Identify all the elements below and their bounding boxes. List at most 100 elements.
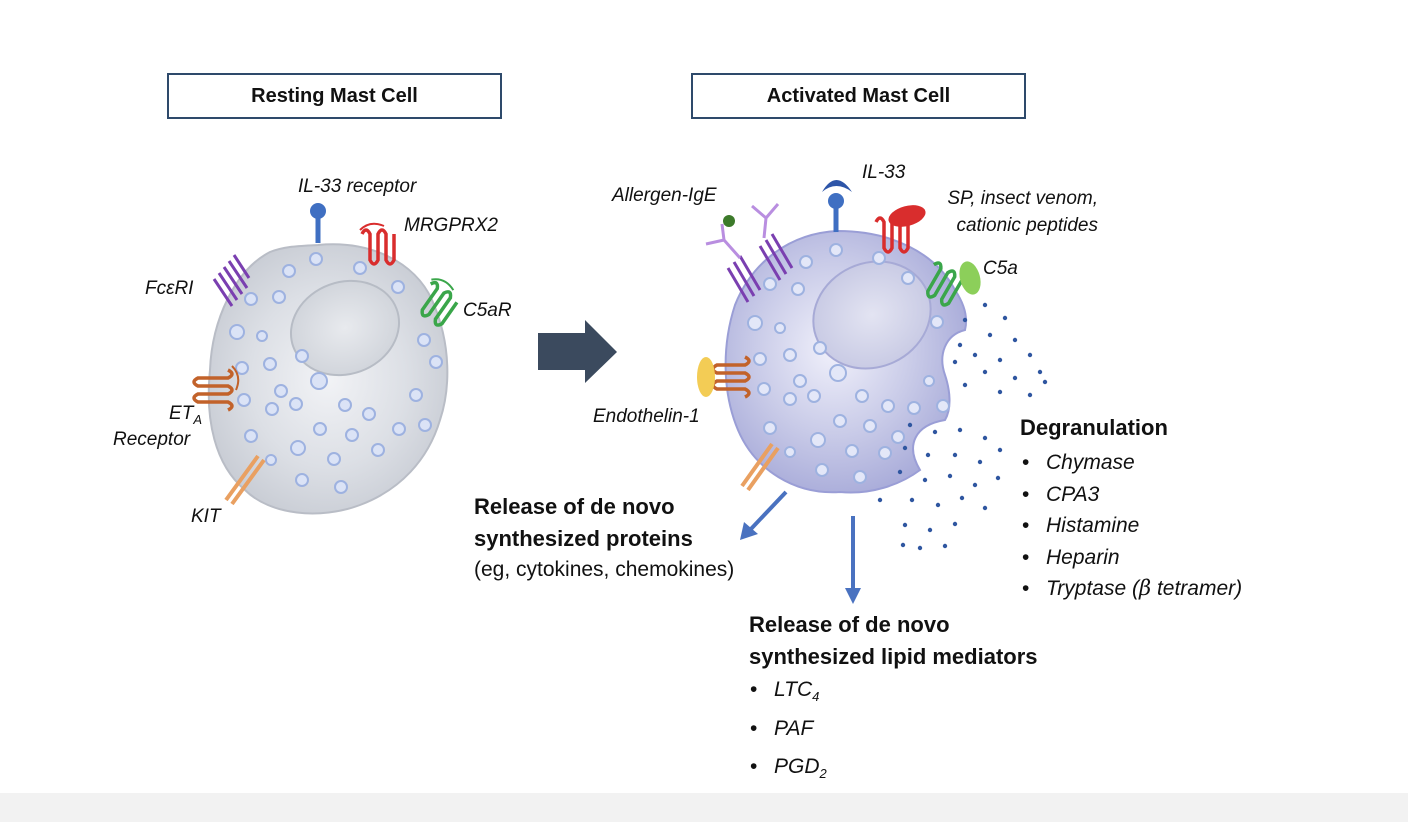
granule-dot	[947, 473, 953, 479]
granule-dot	[982, 369, 988, 375]
label-kit: KIT	[191, 506, 221, 527]
granule-dot	[1027, 392, 1033, 398]
granule-dot	[982, 435, 988, 441]
label-eta-receptor-line2: Receptor	[113, 429, 191, 450]
granule-dot	[995, 475, 1001, 481]
label-eta-receptor: ETA	[128, 403, 202, 427]
resting-eta-receptor-icon	[192, 365, 240, 412]
label-c5ar: C5aR	[463, 300, 512, 321]
granule-dot	[959, 495, 965, 501]
resting-granules	[229, 252, 443, 494]
lipid-subscript: 4	[812, 689, 820, 705]
granule-dot	[997, 357, 1003, 363]
granule-dot	[902, 445, 908, 451]
list-item: PAF	[750, 713, 827, 752]
granule-dot	[877, 497, 883, 503]
bottom-band	[0, 793, 1408, 822]
proteins-examples: (eg, cytokines, chemokines)	[474, 558, 735, 581]
resting-il33-receptor-icon	[310, 203, 326, 243]
granule-dot	[997, 447, 1003, 453]
proteins-heading-line1: Release of de novo	[474, 494, 675, 519]
list-item: LTC4	[750, 674, 827, 713]
label-sp-line2: cationic peptides	[956, 215, 1098, 236]
label-fceri: FcεRI	[145, 278, 194, 299]
activated-kit-icon	[740, 442, 780, 492]
resting-nucleus	[289, 279, 401, 377]
granule-dots-icon	[877, 302, 1048, 551]
granule-dot	[942, 543, 948, 549]
lipid-name: PAF	[774, 716, 814, 740]
granule-dot	[1012, 375, 1018, 381]
resting-fceri-icon	[212, 254, 251, 307]
granule-dot	[935, 502, 941, 508]
granule-dot	[909, 497, 915, 503]
activated-nucleus	[812, 260, 932, 370]
granule-dot	[917, 545, 923, 551]
activated-cell	[697, 180, 981, 494]
tryptase-pre: Tryptase (	[1046, 577, 1139, 600]
granule-dot	[1042, 379, 1048, 385]
granule-dot	[1012, 337, 1018, 343]
label-mrgprx2: MRGPRX2	[404, 215, 498, 236]
activated-c5ar-icon	[926, 261, 981, 307]
resting-title: Resting Mast Cell	[251, 84, 418, 107]
granule-dot	[957, 427, 963, 433]
activated-eta-receptor-icon	[697, 355, 751, 399]
activated-title: Activated Mast Cell	[766, 84, 951, 107]
granule-dot	[977, 459, 983, 465]
resting-mrgprx2-icon	[359, 222, 396, 266]
granule-dot	[1037, 369, 1043, 375]
lipid-name: LTC	[774, 678, 813, 701]
granule-dot	[957, 342, 963, 348]
label-il33-receptor: IL-33 receptor	[298, 176, 417, 197]
label-il33: IL-33	[862, 162, 906, 183]
lipid-subscript: 2	[819, 766, 827, 782]
list-item: CPA3	[1022, 479, 1242, 511]
resting-kit-icon	[224, 454, 266, 506]
granule-dot	[952, 359, 958, 365]
list-item-tryptase: Tryptase (β tetramer)	[1022, 573, 1242, 605]
activated-title-box: Activated Mast Cell	[691, 73, 1026, 119]
resting-cell	[192, 203, 459, 515]
resting-c5ar-icon	[420, 278, 459, 327]
tryptase-post: tetramer)	[1151, 577, 1243, 600]
granule-dot	[982, 302, 988, 308]
granule-dot	[902, 522, 908, 528]
granule-dot	[987, 332, 993, 338]
granule-dot	[972, 482, 978, 488]
activated-il33-receptor-icon	[822, 180, 852, 232]
granule-dot	[927, 527, 933, 533]
list-item: Chymase	[1022, 447, 1242, 479]
granule-dot	[897, 469, 903, 475]
list-item: Histamine	[1022, 510, 1242, 542]
tryptase-greek: β	[1138, 576, 1152, 600]
granule-dot	[962, 317, 968, 323]
ige-antibody-icon	[705, 203, 780, 259]
granule-dot	[972, 352, 978, 358]
down-arrow-icon	[740, 490, 788, 540]
granule-dot	[952, 452, 958, 458]
label-allergen-ige: Allergen-IgE	[612, 185, 717, 206]
degranulation-list: Chymase CPA3 Histamine Heparin Tryptase …	[1022, 447, 1242, 605]
lipids-heading-line1: Release of de novo	[749, 612, 950, 637]
label-eta-sub: A	[193, 411, 202, 427]
label-eta-main: ET	[169, 403, 194, 424]
degranulation-title: Degranulation	[1020, 415, 1168, 440]
activated-fceri-icon	[726, 233, 794, 303]
label-sp-line1: SP, insect venom,	[947, 188, 1098, 209]
label-endothelin-1: Endothelin-1	[593, 406, 700, 427]
lipids-heading-line2: synthesized lipid mediators	[749, 644, 1038, 669]
down-arrow-icon	[845, 516, 861, 604]
allergen-icon	[723, 215, 735, 227]
activated-granules	[747, 243, 950, 484]
granule-dot	[925, 452, 931, 458]
granule-dot	[1027, 352, 1033, 358]
list-item: PGD2	[750, 751, 827, 790]
granule-dot	[952, 521, 958, 527]
granule-dot	[907, 422, 913, 428]
lipid-name: PGD	[774, 755, 820, 779]
granule-dot	[982, 505, 988, 511]
granule-dot	[922, 477, 928, 483]
